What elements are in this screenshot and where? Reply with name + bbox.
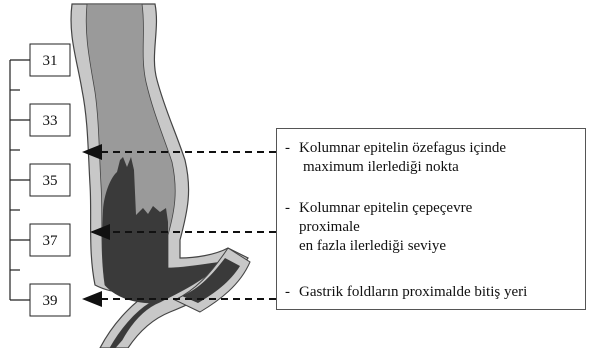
ruler-label-35: 35 <box>30 164 70 196</box>
ruler-label-37: 37 <box>30 224 70 256</box>
legend-line: Gastrik foldların proximalde bitiş yeri <box>299 283 527 302</box>
legend-bullet: - <box>285 199 299 256</box>
legend-line: proximale <box>299 218 472 237</box>
legend-item-gastric-folds: - Gastrik foldların proximalde bitiş yer… <box>285 283 527 302</box>
legend-line: maximum ilerlediği nokta <box>299 158 506 177</box>
svg-text:35: 35 <box>43 173 58 189</box>
ruler-label-39: 39 <box>30 284 70 316</box>
legend-line: Kolumnar epitelin çepeçevre <box>299 199 472 218</box>
legend-item-circumferential: - Kolumnar epitelin çepeçevre proximale … <box>285 199 472 256</box>
legend-bullet: - <box>285 139 299 177</box>
legend-bullet: - <box>285 283 299 302</box>
svg-text:33: 33 <box>43 113 58 129</box>
svg-text:37: 37 <box>43 233 59 249</box>
ruler-label-31: 31 <box>30 44 70 76</box>
legend-item-max-extent: - Kolumnar epitelin özefagus içinde maxi… <box>285 139 506 177</box>
legend-line: Kolumnar epitelin özefagus içinde <box>299 139 506 158</box>
ruler-label-33: 33 <box>30 104 70 136</box>
svg-text:31: 31 <box>43 53 58 69</box>
legend-box: - Kolumnar epitelin özefagus içinde maxi… <box>276 128 586 310</box>
svg-text:39: 39 <box>43 293 58 309</box>
ruler-ticks <box>10 60 30 300</box>
legend-line: en fazla ilerlediği seviye <box>299 237 472 256</box>
